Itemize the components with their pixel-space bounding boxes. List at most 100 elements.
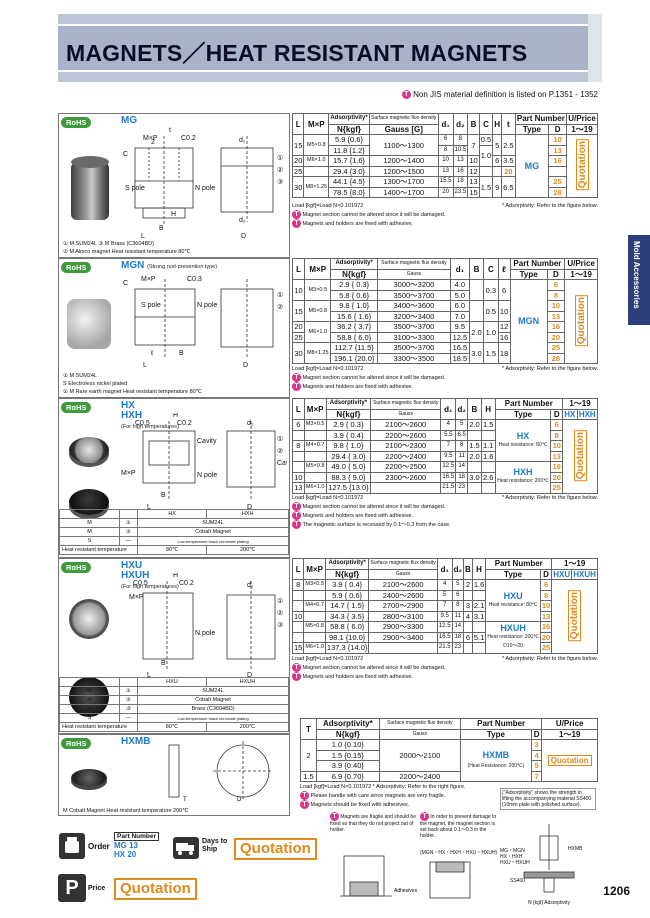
cell-d[interactable]: 25 bbox=[539, 642, 553, 654]
cell: 15 bbox=[291, 642, 305, 654]
type-label: HXU bbox=[503, 590, 523, 601]
quotation-cell[interactable]: Quotation bbox=[564, 279, 598, 364]
cell: M6×1.0 bbox=[303, 155, 330, 167]
col-qty: 1～19 bbox=[541, 728, 598, 740]
cell: 1.6 bbox=[480, 450, 496, 462]
cell: 2.9 { 0.3} bbox=[330, 279, 378, 291]
price-section: P Price Quotation bbox=[58, 874, 298, 904]
cell-d[interactable]: 13 bbox=[539, 610, 553, 622]
cell-d[interactable]: 25 bbox=[548, 176, 568, 188]
cell-d[interactable]: 25 bbox=[550, 482, 564, 494]
cell: 58.8 { 6.0} bbox=[324, 621, 370, 633]
cell-d[interactable]: 5 bbox=[530, 760, 543, 772]
table-row: 15 M5×0.8 5.9 {0.6} 1100～1300 6 8 7 0.5 … bbox=[291, 134, 598, 198]
cell: 7 bbox=[467, 134, 480, 156]
cell: 8 bbox=[291, 579, 305, 591]
cell: M5×0.8 bbox=[303, 461, 327, 473]
price-quotation[interactable]: Quotation bbox=[114, 878, 197, 900]
cell-d[interactable]: 6 bbox=[539, 579, 553, 591]
days-quotation[interactable]: Quotation bbox=[234, 838, 317, 860]
cell-d[interactable]: 7 bbox=[530, 770, 543, 782]
cell-d[interactable]: 16 bbox=[548, 155, 568, 167]
info-icon: T bbox=[330, 812, 339, 821]
svg-text:2: 2 bbox=[151, 139, 155, 146]
type-mgn[interactable]: MGN bbox=[509, 279, 548, 364]
cell: 8 bbox=[455, 440, 469, 452]
type-sub: Heat resistance: 200℃ bbox=[487, 633, 539, 640]
cell-d[interactable]: 13 bbox=[548, 144, 568, 156]
cell: 2.1 bbox=[471, 600, 487, 612]
cell: 10.5 bbox=[452, 144, 469, 156]
cell-d[interactable]: 13 bbox=[546, 310, 566, 322]
cell: 3.0 bbox=[468, 342, 485, 364]
cell-d[interactable]: 13 bbox=[550, 450, 564, 462]
side-tab[interactable]: Mold Accessories bbox=[628, 235, 650, 325]
type-hxmb[interactable]: HXMB(Heat Resistance: 200℃) bbox=[459, 739, 532, 782]
table-row: 78.5 {8.0} 1400～1700 20 23.5 15 28 bbox=[293, 186, 598, 198]
mat-cell: ① bbox=[119, 686, 138, 696]
cell: 30 bbox=[291, 176, 305, 198]
quotation-cell[interactable]: Quotation bbox=[551, 579, 598, 654]
cell-d[interactable]: 16 bbox=[539, 621, 553, 633]
cell-d[interactable]: 28 bbox=[548, 186, 568, 198]
cell-d[interactable]: 3 bbox=[530, 739, 543, 751]
cell-d[interactable]: 10 bbox=[539, 600, 553, 612]
cell-d[interactable]: 10 bbox=[548, 134, 568, 146]
mat-cell: SUM24L bbox=[137, 518, 289, 528]
cell-d[interactable]: 8 bbox=[550, 429, 564, 441]
type-mg[interactable]: MG bbox=[514, 134, 550, 198]
svg-text:D: D bbox=[247, 672, 252, 679]
cell: 5 bbox=[436, 589, 453, 601]
panel-title-text: HXUH bbox=[121, 570, 150, 581]
cell-d[interactable]: 10 bbox=[550, 440, 564, 452]
cell: 3300～3500 bbox=[376, 352, 451, 364]
col-d1: d₁ bbox=[436, 558, 453, 580]
cell: 137.3 {14.0} bbox=[324, 642, 370, 654]
quotation-cell[interactable]: Quotation bbox=[566, 134, 598, 198]
mat-cell: S bbox=[59, 536, 120, 546]
legend-mg-line: ② M Alnico magnet Heat resistant tempera… bbox=[63, 249, 191, 255]
cell-d[interactable]: 8 bbox=[546, 289, 566, 301]
quotation-cell[interactable]: Quotation bbox=[541, 739, 598, 782]
cell: 5.0 bbox=[449, 289, 470, 301]
figure-caption: ("Adsorptivity" shows the strength in li… bbox=[500, 788, 596, 810]
cell: 3.9 { 0.4} bbox=[325, 429, 372, 441]
cell-d[interactable]: 20 bbox=[550, 471, 564, 483]
cell-d[interactable]: 28 bbox=[546, 352, 566, 364]
page-title: MAGNETS／HEAT RESISTANT MAGNETS bbox=[66, 40, 528, 66]
quotation-label: Quotation bbox=[568, 589, 582, 641]
col-flux: Surface magnetic flux density bbox=[370, 398, 442, 410]
mat-cell: 80℃ bbox=[136, 545, 208, 555]
col-flux: Surface magnetic flux density bbox=[368, 558, 438, 570]
cell-d[interactable]: 20 bbox=[501, 165, 516, 177]
cell-d[interactable]: 16 bbox=[550, 461, 564, 473]
cell: 10 bbox=[497, 300, 511, 322]
panel-subtitle: (For high temperatures) bbox=[121, 584, 179, 590]
cell-d[interactable]: 4 bbox=[530, 749, 543, 761]
cell-d[interactable]: 8 bbox=[539, 589, 553, 601]
mat-cell: Heat resistant temperature bbox=[59, 545, 138, 555]
cell-d[interactable]: 6 bbox=[546, 279, 566, 291]
cell bbox=[480, 461, 496, 473]
cell: M3×0.5 bbox=[303, 419, 327, 431]
cell-d[interactable]: 16 bbox=[546, 321, 566, 333]
cell-d[interactable]: 10 bbox=[546, 300, 566, 312]
col-qty: 1～19 bbox=[566, 123, 598, 135]
cell-d[interactable]: 6 bbox=[550, 419, 564, 431]
cell-d[interactable]: 25 bbox=[546, 342, 566, 354]
quotation-cell[interactable]: Quotation bbox=[562, 419, 598, 494]
cell: 6 bbox=[492, 155, 503, 167]
cell: 15.5 bbox=[437, 176, 454, 188]
note-line: T The magnetic surface is recessed by 0.… bbox=[292, 520, 598, 529]
col-uprice: U/Price bbox=[564, 258, 598, 270]
info-icon: T bbox=[292, 373, 301, 382]
cell-d[interactable]: 20 bbox=[539, 631, 553, 643]
cell-d[interactable]: 20 bbox=[546, 331, 566, 343]
cell: M4×0.7 bbox=[303, 600, 326, 612]
